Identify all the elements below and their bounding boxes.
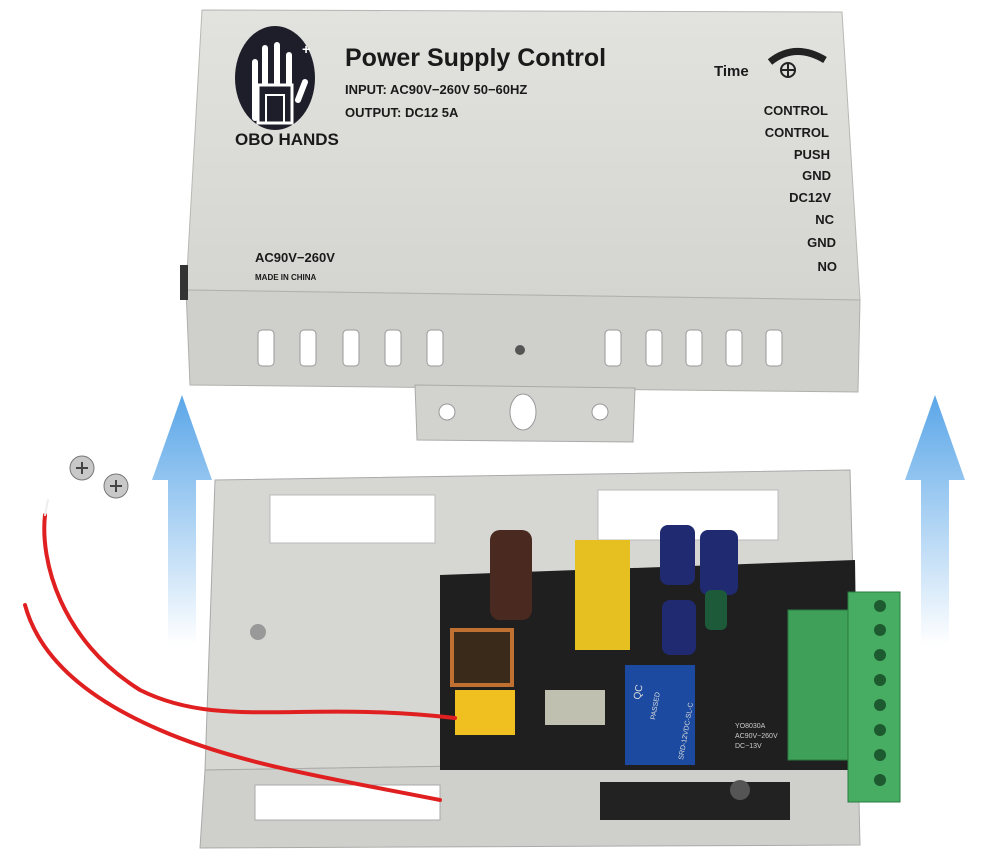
input-spec: INPUT: AC90V−260V 50−60HZ — [345, 82, 527, 97]
terminal-label: PUSH — [794, 147, 830, 162]
board-label: YO8030A — [735, 723, 766, 730]
pcb-board: QC PASSED SRD-12VDC-SL-C YO8030A AC90V−2… — [440, 525, 858, 800]
potentiometer-icon — [767, 48, 827, 78]
screws — [69, 455, 129, 499]
output-spec: OUTPUT: DC12 5A — [345, 105, 459, 120]
svg-text:+: + — [302, 41, 310, 57]
terminal-label: NO — [818, 259, 838, 274]
ac-label: AC90V−260V — [255, 250, 335, 265]
brand-name: OBO HANDS — [235, 130, 339, 149]
case-lid: + OBO HANDS Power Supply Control INPUT: … — [180, 9, 861, 443]
terminal-label: GND — [807, 235, 836, 250]
power-wires — [23, 499, 457, 802]
mounting-tab — [414, 384, 636, 443]
terminal-label: NC — [815, 212, 834, 227]
relay-label: PASSED — [650, 692, 662, 721]
vent-slots — [257, 329, 783, 367]
up-arrow-icon — [152, 395, 212, 645]
terminal-label: CONTROL — [765, 125, 829, 140]
board-label: DC−13V — [735, 743, 762, 750]
board-label: AC90V−260V — [735, 733, 778, 740]
terminal-block — [787, 591, 901, 803]
product-title: Power Supply Control — [345, 44, 606, 72]
hand-logo-icon: + — [235, 26, 315, 130]
relay-label: QC — [632, 684, 645, 701]
time-label: Time — [714, 63, 749, 80]
up-arrow-icon — [905, 395, 965, 645]
terminal-labels: CONTROL CONTROL PUSH GND DC12V NC GND NO — [764, 103, 837, 274]
terminal-label: GND — [802, 168, 831, 183]
terminal-label: DC12V — [789, 190, 831, 205]
terminal-label: CONTROL — [764, 103, 828, 118]
made-in-label: MADE IN CHINA — [255, 273, 317, 282]
